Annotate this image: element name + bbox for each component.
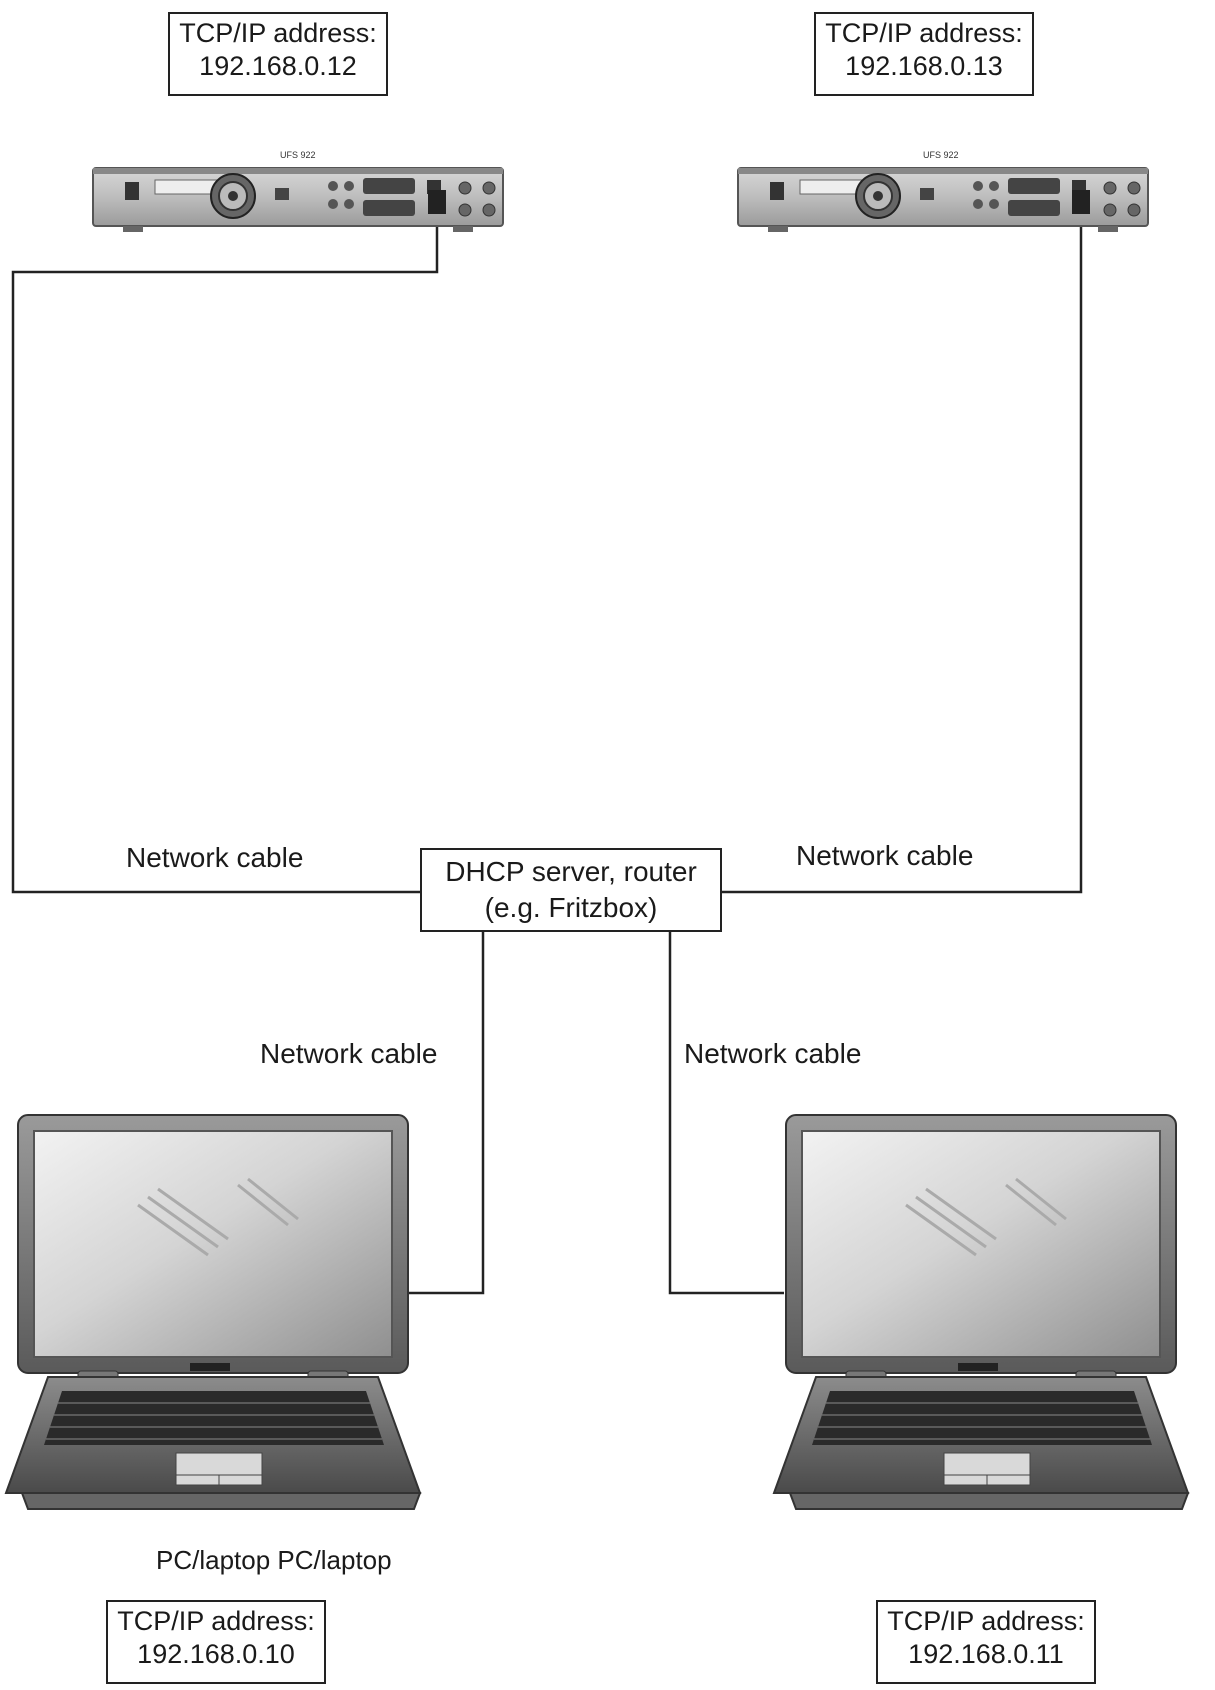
cable-laptop-right <box>668 932 784 1295</box>
receiver-left-model: UFS 922 <box>280 150 316 160</box>
receiver-right-model: UFS 922 <box>923 150 959 160</box>
router-line1: DHCP server, router <box>445 856 697 887</box>
address-value: 192.168.0.11 <box>908 1639 1064 1669</box>
router-line2: (e.g. Fritzbox) <box>484 892 658 923</box>
address-value: 192.168.0.12 <box>199 51 357 81</box>
address-heading: TCP/IP address: <box>825 18 1023 48</box>
receiver-right-lan-port <box>1072 190 1090 214</box>
cable-receiver-left <box>11 192 439 894</box>
receiver-left-lan-port <box>428 190 446 214</box>
cable-laptop-left <box>404 932 485 1295</box>
address-value: 192.168.0.13 <box>845 51 1003 81</box>
laptop-right-icon <box>772 1113 1190 1511</box>
router-box: DHCP server, router (e.g. Fritzbox) <box>420 848 722 932</box>
cable-receiver-right <box>722 192 1083 894</box>
address-heading: TCP/IP address: <box>117 1606 315 1636</box>
address-value: 192.168.0.10 <box>137 1639 295 1669</box>
cable-lines <box>11 192 1083 1295</box>
address-box-receiver-left: TCP/IP address: 192.168.0.12 <box>168 12 388 96</box>
address-heading: TCP/IP address: <box>179 18 377 48</box>
address-box-laptop-left: TCP/IP address: 192.168.0.10 <box>106 1600 326 1684</box>
cable-label-top-left: Network cable <box>126 842 304 873</box>
address-box-receiver-right: TCP/IP address: 192.168.0.13 <box>814 12 1034 96</box>
laptop-caption: PC/laptop PC/laptop <box>156 1545 392 1575</box>
cable-label-bottom-left: Network cable <box>260 1038 438 1069</box>
address-box-laptop-right: TCP/IP address: 192.168.0.11 <box>876 1600 1096 1684</box>
cable-label-bottom-right: Network cable <box>684 1038 862 1069</box>
laptop-left-icon <box>4 1113 422 1511</box>
address-heading: TCP/IP address: <box>887 1606 1085 1636</box>
cable-label-top-right: Network cable <box>796 840 974 871</box>
